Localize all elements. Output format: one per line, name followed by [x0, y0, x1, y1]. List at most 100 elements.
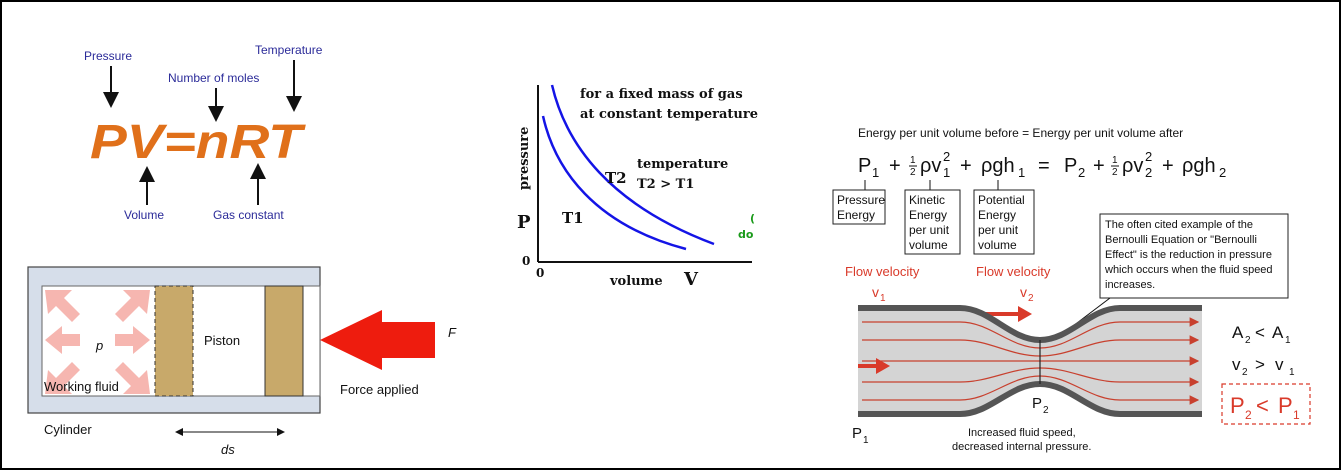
svg-text:+: +: [1093, 155, 1105, 177]
svg-text:v: v: [1275, 355, 1284, 374]
area-condition: A 2 < A 1: [1232, 323, 1291, 346]
svg-text:2: 2: [1112, 167, 1118, 178]
svg-text:volume: volume: [978, 238, 1017, 252]
piston-start: [154, 285, 194, 397]
svg-text:P: P: [1278, 393, 1293, 418]
v1-label: v: [872, 284, 879, 300]
edge-text-2: do: [738, 228, 754, 241]
svg-text:>: >: [1255, 355, 1265, 374]
pressure-energy-box: Pressure Energy: [832, 180, 886, 225]
bernoulli-headline: Energy per unit volume before = Energy p…: [858, 126, 1183, 140]
svg-text:Energy: Energy: [909, 208, 947, 222]
svg-text:1: 1: [1112, 155, 1118, 166]
displacement-label: ds: [221, 442, 235, 457]
v2-arrow: [978, 306, 1032, 322]
velocity-condition: v 2 > v 1: [1232, 355, 1295, 378]
svg-text:Potential: Potential: [978, 193, 1025, 207]
svg-text:+: +: [1162, 155, 1174, 177]
svg-text:2: 2: [1145, 149, 1152, 164]
svg-text:ρgh: ρgh: [1182, 155, 1216, 177]
potential-energy-box: Potential Energy per unit volume: [973, 180, 1035, 255]
svg-text:ρv: ρv: [920, 155, 941, 177]
boyle-temperature-label: temperature: [637, 157, 728, 172]
svg-text:1: 1: [1285, 335, 1291, 346]
svg-text:1: 1: [863, 435, 869, 446]
temperature-label: Temperature: [255, 43, 323, 57]
bernoulli-equation: P 1 + 1 2 ρv 1 2 + ρgh 1 = P 2 + 1 2 ρv …: [858, 149, 1226, 180]
svg-text:increases.: increases.: [1105, 279, 1155, 291]
svg-text:2: 2: [1245, 335, 1251, 346]
pressure-arrow-br: [115, 362, 150, 394]
pressure-arrow-bl: [45, 362, 80, 394]
p1-label: P: [852, 425, 862, 442]
svg-text:P: P: [1064, 155, 1077, 177]
pressure-arrow-tr: [115, 290, 150, 322]
v2-label: v: [1020, 284, 1027, 300]
boyle-relation: T2 > T1: [637, 177, 694, 192]
pressure-axis-label: pressure: [517, 127, 532, 190]
svg-text:Effect" is the reduction in pr: Effect" is the reduction in pressure: [1105, 249, 1272, 261]
svg-text:Bernoulli Equation or "Bernoul: Bernoulli Equation or "Bernoulli: [1105, 234, 1257, 246]
svg-text:=: =: [1038, 155, 1050, 177]
svg-text:ρv: ρv: [1122, 155, 1143, 177]
svg-text:Kinetic: Kinetic: [909, 193, 945, 207]
ideal-gas-panel: Pressure Number of moles Temperature PV=…: [84, 43, 323, 222]
v-axis-symbol: V: [683, 269, 699, 290]
svg-text:+: +: [889, 155, 901, 177]
p2-label: P: [1032, 395, 1042, 412]
piston-end: [264, 285, 304, 397]
origin-x: 0: [536, 266, 544, 280]
p-axis-symbol: P: [517, 212, 531, 233]
svg-text:which occurs when the fluid sp: which occurs when the fluid speed: [1104, 264, 1273, 276]
gas-constant-label: Gas constant: [213, 208, 284, 222]
svg-text:2: 2: [1028, 293, 1034, 304]
pressure-arrow-r: [115, 326, 150, 354]
svg-text:1: 1: [872, 165, 879, 180]
pressure-condition: P 2 < P 1: [1221, 383, 1311, 425]
svg-text:volume: volume: [909, 238, 948, 252]
piston-panel: p Piston Working fluid F Force applied C…: [27, 266, 457, 457]
svg-text:P: P: [858, 155, 871, 177]
svg-text:2: 2: [1078, 165, 1085, 180]
svg-text:Energy: Energy: [978, 208, 1016, 222]
svg-text:1: 1: [1289, 367, 1295, 378]
svg-text:2: 2: [1242, 367, 1248, 378]
t2-label: T2: [605, 169, 627, 187]
t1-label: T1: [562, 209, 584, 227]
volume-axis-label: volume: [609, 274, 663, 289]
svg-text:A: A: [1272, 323, 1284, 342]
svg-text:1: 1: [943, 165, 950, 180]
isotherm-t1: [541, 115, 687, 251]
origin-y: 0: [522, 254, 530, 268]
flow-velocity-1-label: Flow velocity: [845, 264, 920, 279]
pressure-arrow-l: [45, 326, 80, 354]
svg-text:2: 2: [1145, 165, 1152, 180]
pressure-symbol: p: [95, 338, 103, 353]
svg-text:2: 2: [1043, 405, 1049, 416]
force-arrow: [320, 310, 435, 370]
bernoulli-panel: Energy per unit volume before = Energy p…: [832, 126, 1311, 453]
svg-text:P: P: [1230, 393, 1245, 418]
bernoulli-note: The often cited example of the Bernoulli…: [1072, 213, 1289, 327]
boyle-caption-2: at constant temperature: [580, 107, 758, 122]
svg-text:A: A: [1232, 323, 1244, 342]
svg-text:1: 1: [1293, 408, 1300, 422]
bernoulli-caption-2: decreased internal pressure.: [952, 441, 1091, 453]
force-symbol: F: [448, 325, 457, 340]
flow-velocity-2-label: Flow velocity: [976, 264, 1051, 279]
boyle-panel: for a fixed mass of gas at constant temp…: [517, 84, 758, 290]
svg-text:2: 2: [1245, 408, 1252, 422]
svg-text:per unit: per unit: [978, 223, 1019, 237]
svg-text:+: +: [960, 155, 972, 177]
ideal-gas-equation: PV=nRT: [90, 116, 306, 169]
kinetic-energy-box: Kinetic Energy per unit volume: [904, 180, 961, 255]
svg-text:Pressure: Pressure: [837, 193, 885, 207]
svg-text:<: <: [1256, 393, 1269, 418]
pressure-label: Pressure: [84, 49, 132, 63]
pressure-arrow-tl: [45, 290, 80, 322]
svg-text:1: 1: [1018, 165, 1025, 180]
moles-label: Number of moles: [168, 71, 259, 85]
svg-text:2: 2: [910, 167, 916, 178]
cylinder-label: Cylinder: [44, 422, 92, 437]
